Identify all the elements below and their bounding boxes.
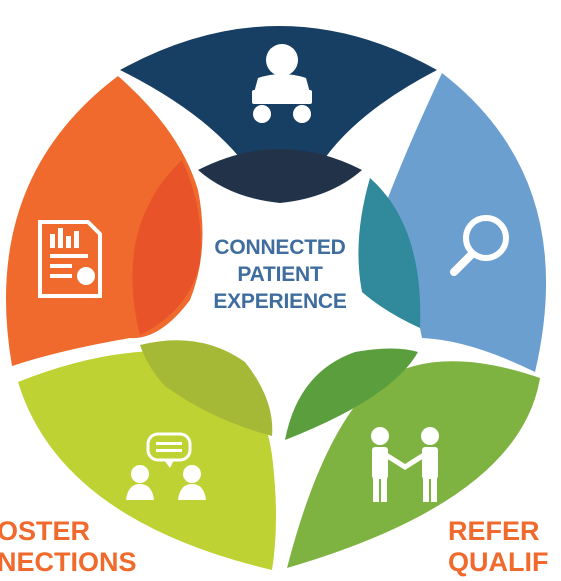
segment-left-overlap (132, 160, 201, 335)
label-left-line1: OSTER (0, 516, 91, 546)
label-right: REFER QUALIF (448, 516, 549, 578)
segment-top-overlap (198, 149, 362, 203)
segment-right-overlap (358, 178, 421, 328)
center-title-line3: EXPERIENCE (213, 290, 347, 313)
report-document-icon (38, 220, 102, 298)
magnifier-icon (450, 215, 509, 276)
label-left-line2: NECTIONS (0, 547, 137, 577)
center-title: CONNECTED PATIENT EXPERIENCE (180, 234, 380, 315)
reading-person-icon (252, 44, 312, 123)
center-title-line1: CONNECTED (214, 236, 346, 259)
handshake-people-icon (371, 427, 439, 502)
segment-bottom-right-overlap (285, 348, 418, 440)
label-right-line2: QUALIF (448, 547, 549, 577)
chat-people-icon (126, 432, 206, 500)
center-title-line2: PATIENT (237, 263, 323, 286)
segment-bottom-left-overlap (140, 340, 273, 436)
label-left: OSTER NECTIONS (0, 516, 137, 578)
label-right-line1: REFER (448, 516, 540, 546)
